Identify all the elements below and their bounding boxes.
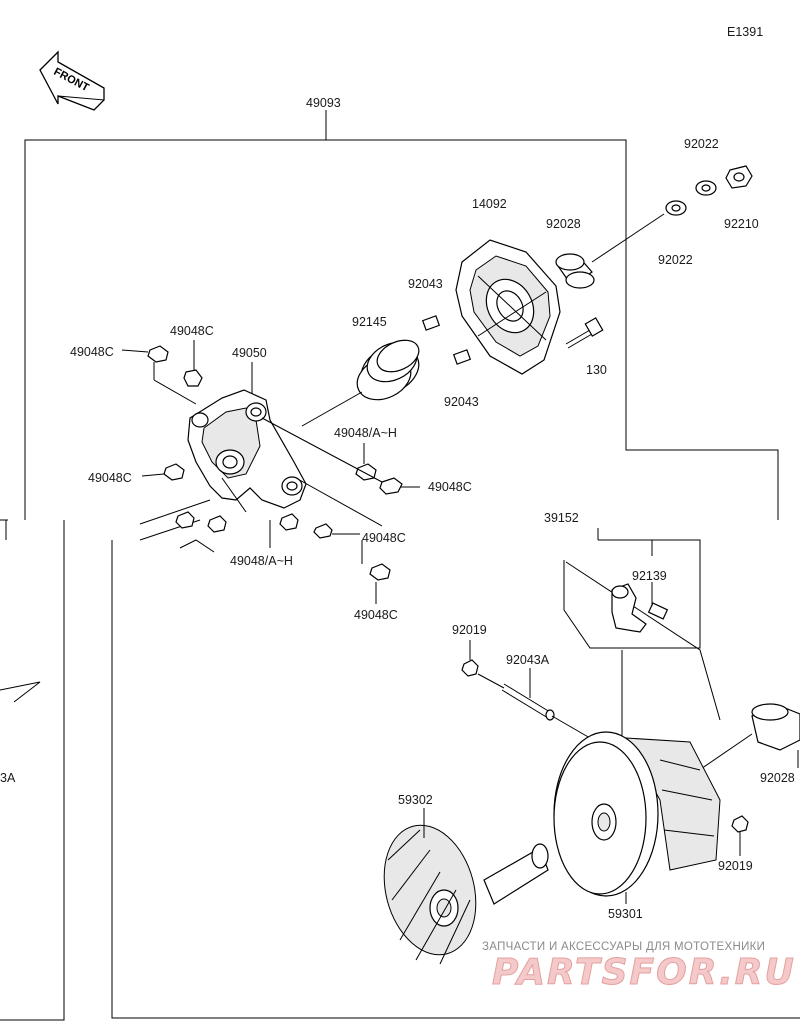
nut-arm-bottom-1	[175, 511, 195, 529]
label-59301: 59301	[608, 907, 643, 921]
sheave-59301	[553, 731, 721, 904]
label-49048ah-lower: 49048/A~H	[230, 554, 293, 568]
nut-arm-bottom-2	[207, 515, 227, 533]
nut-49048c-1	[147, 345, 169, 363]
nut-49048c-6	[369, 563, 391, 581]
label-14092: 14092	[472, 197, 507, 211]
label-92043a: 92043A	[506, 653, 550, 667]
label-92019-lower: 92019	[718, 859, 753, 873]
label-92019-upper: 92019	[452, 623, 487, 637]
label-92145: 92145	[352, 315, 387, 329]
label-49093: 49093	[306, 96, 341, 110]
nut-92019-upper	[461, 659, 479, 677]
label-92210: 92210	[724, 217, 759, 231]
nut-92210	[725, 165, 753, 189]
sheave-59302	[383, 808, 549, 965]
washer-92022-upper	[695, 180, 717, 196]
label-49048c-4: 49048C	[428, 480, 472, 494]
label-49048c-6: 49048C	[354, 608, 398, 622]
nut-49048c-4	[379, 477, 403, 495]
roller-39152	[611, 583, 647, 633]
nut-49048c-2	[183, 369, 203, 387]
front-arrow-icon: FRONT	[39, 50, 105, 111]
label-92043-upper: 92043	[408, 277, 443, 291]
label-49048c-1: 49048C	[170, 324, 214, 338]
bolt-92043a	[501, 683, 555, 721]
label-92028-lower: 92028	[760, 771, 795, 785]
label-49050: 49050	[232, 346, 267, 360]
bearing-92028-upper	[555, 253, 595, 289]
washer-92022-lower	[665, 200, 687, 216]
cover-14092	[455, 239, 561, 375]
bolt-130	[565, 317, 604, 349]
assembly-bracket-49093	[0, 110, 800, 1021]
pin-92139	[647, 582, 669, 620]
nut-arm-bottom-3	[279, 513, 299, 531]
label-59302: 59302	[398, 793, 433, 807]
nut-92019-lower	[731, 815, 749, 833]
watermark-tagline: ЗАПЧАСТИ И АКСЕССУАРЫ ДЛЯ МОТОТЕХНИКИ	[482, 941, 765, 953]
label-49048c-5: 49048C	[362, 531, 406, 545]
watermark-brand: PARTSFOR.RU	[492, 952, 796, 993]
arm-49050	[139, 362, 383, 553]
label-92028-upper: 92028	[546, 217, 581, 231]
assembly-bracket-39152	[563, 528, 721, 740]
label-92022-lower: 92022	[658, 253, 693, 267]
diagram-code: E1391	[727, 25, 763, 39]
label-49048c-2: 49048C	[70, 345, 114, 359]
nut-49048c-3	[163, 463, 185, 481]
watermark: ЗАПЧАСТИ И АКСЕССУАРЫ ДЛЯ МОТОТЕХНИКИ PA…	[482, 941, 796, 994]
label-130: 130	[586, 363, 607, 377]
pin-92043-lower	[452, 349, 472, 365]
bearing-92028-lower	[751, 703, 800, 751]
label-39152: 39152	[544, 511, 579, 525]
spring-92145	[301, 339, 420, 427]
pin-92043-upper	[421, 315, 441, 331]
nut-49048c-5	[313, 523, 333, 539]
label-49048ah-upper: 49048/A~H	[334, 426, 397, 440]
label-92139: 92139	[632, 569, 667, 583]
label-92022-upper: 92022	[684, 137, 719, 151]
label-49048c-3: 49048C	[88, 471, 132, 485]
label-3a: 3A	[0, 771, 16, 785]
label-92043-lower: 92043	[444, 395, 479, 409]
